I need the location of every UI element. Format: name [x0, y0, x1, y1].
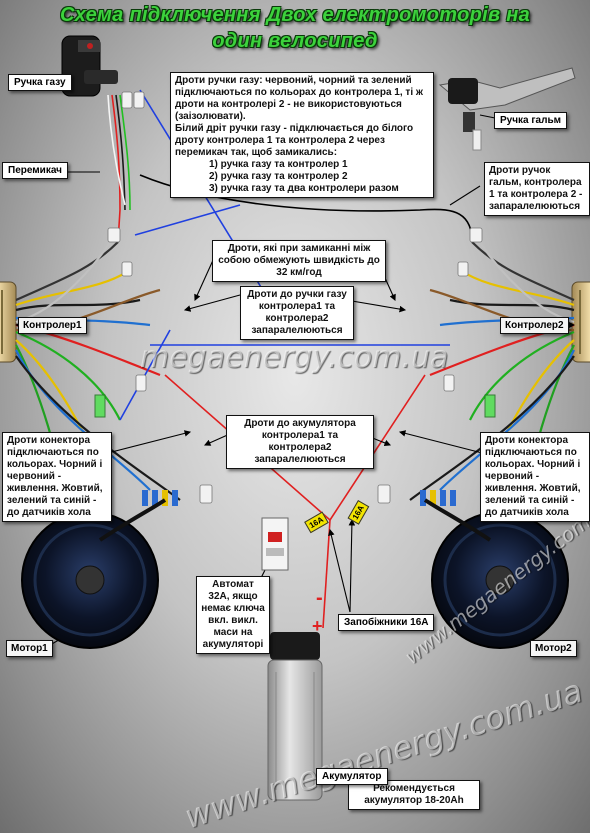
connector-note-right: Дроти конектора підключаються по кольора…	[480, 432, 590, 522]
switch-modes-list: 1) ручка газу та контролер 1 2) ручка га…	[175, 159, 429, 195]
connector-note-left: Дроти конектора підключаються по кольора…	[2, 432, 112, 522]
title-line1: Схема підключення Двох електромоторів на	[60, 4, 530, 26]
motor1-label: Мотор1	[6, 640, 53, 657]
throttle-label: Ручка газу	[8, 74, 72, 91]
motor2-label: Мотор2	[530, 640, 577, 657]
motor1	[21, 498, 167, 649]
green-connectors	[94, 394, 496, 418]
recommended-battery-note: Рекомендується акумулятор 18-20Ah	[348, 780, 480, 810]
switch-mode-item: 1) ручка газу та контролер 1	[209, 159, 348, 170]
watermark-center: megaenergy.com.ua	[140, 340, 449, 375]
brake-label: Ручка гальм	[494, 112, 568, 129]
speed-limit-note: Дроти, які при замиканні між собою обмеж…	[212, 240, 386, 282]
switch-label: Перемикач	[2, 162, 68, 179]
throttle-note-p2: Білий дріт ручки газу - підключається до…	[175, 123, 414, 158]
controller2-label: Контролер2	[500, 317, 569, 334]
bullet-connectors-right	[420, 490, 456, 506]
svg-text:+: +	[312, 616, 323, 636]
throttle-note-p1: Дроти ручки газу: червоний, чорний та зе…	[175, 75, 423, 122]
breaker-note: Автомат 32А, якщо немає ключа вкл. викл.…	[196, 576, 270, 654]
controller1-label: Контролер1	[18, 317, 87, 334]
svg-text:-: -	[316, 587, 323, 609]
controller1-body	[0, 281, 17, 363]
motor2	[423, 498, 569, 649]
throttle-wires	[107, 94, 131, 243]
switch-mode-item: 2) ручка газу та контролер 2	[209, 171, 348, 182]
brake-wires-note: Дроти ручок гальм, контролера 1 та контр…	[484, 162, 590, 216]
controller2-body	[571, 281, 590, 363]
brake-lever	[438, 67, 576, 151]
battery: + -	[267, 587, 323, 801]
battery-parallel-note: Дроти до акумулятора контролера1 та конт…	[226, 415, 374, 469]
controller2-harness	[409, 229, 575, 521]
circuit-breaker	[261, 517, 289, 571]
bullet-connectors-left	[142, 490, 178, 506]
battery-label: Акумулятор	[316, 768, 388, 785]
title-line2: один велосипед	[212, 30, 378, 52]
throttle-wires-note: Дроти ручки газу: червоний, чорний та зе…	[170, 72, 434, 198]
throttle-parallel-note: Дроти до ручки газу контролера1 та контр…	[240, 286, 354, 340]
switch-mode-item: 3) ручка газу та два контролери разом	[209, 183, 399, 194]
fuses-label: Запобіжники 16А	[338, 614, 435, 631]
